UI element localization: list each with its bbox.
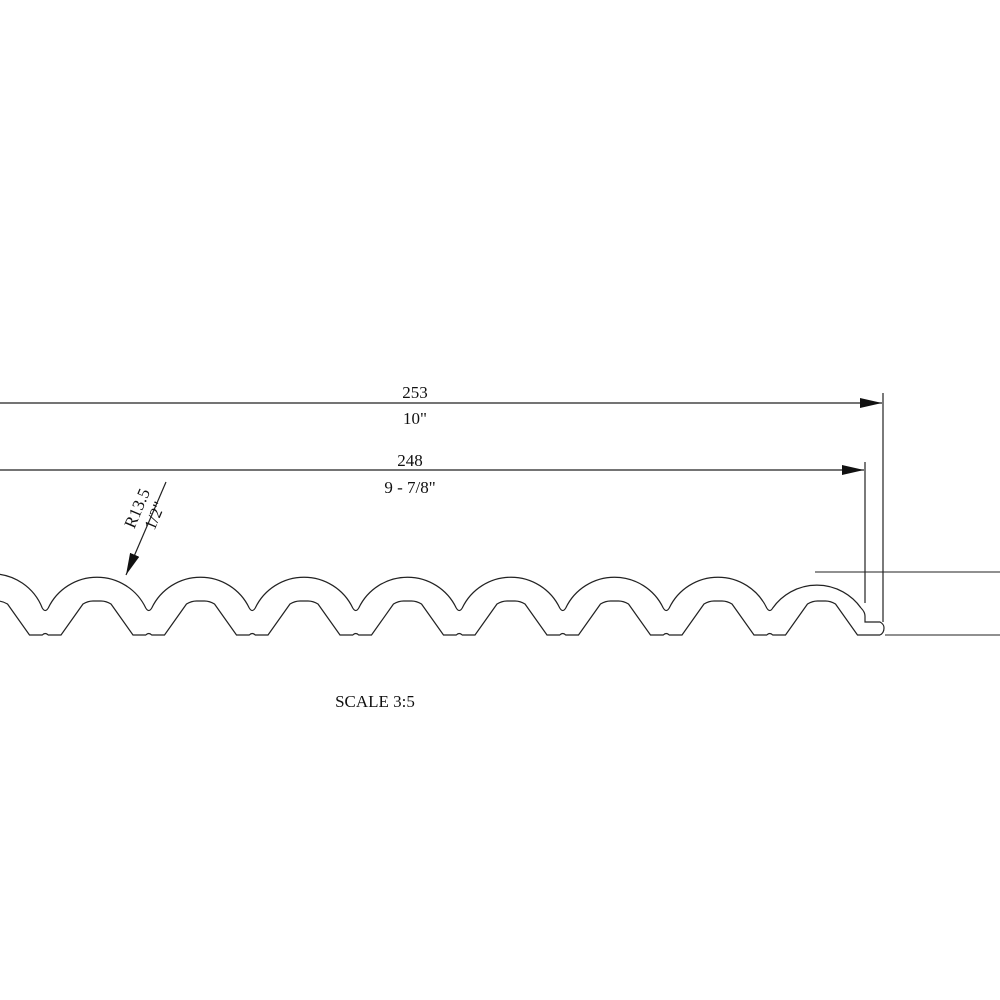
scale-label: SCALE 3:5 (335, 692, 415, 711)
dimension-inner-inch: 9 - 7/8" (384, 478, 435, 497)
dimension-overall-inch: 10" (403, 409, 427, 428)
dimension-overall-mm: 253 (402, 383, 428, 402)
profile-upper-outline (0, 573, 862, 612)
dimension-inner-mm: 248 (397, 451, 423, 470)
profile-end-lip (860, 607, 885, 636)
profile-lower-outline (0, 600, 880, 636)
radius-leader (125, 481, 167, 576)
